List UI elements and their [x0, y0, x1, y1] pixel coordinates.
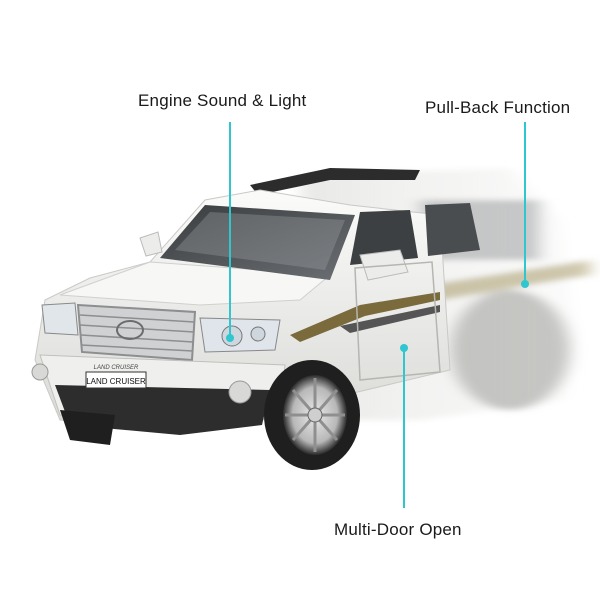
callout-engine-sound-light: Engine Sound & Light [138, 91, 307, 110]
side-stripe [290, 292, 440, 342]
front-grille [76, 303, 197, 362]
door-seam [354, 261, 441, 381]
badge-text: LAND CRUISER [94, 365, 139, 371]
front-wheel [264, 360, 360, 470]
windshield [160, 205, 355, 280]
callout-lines [229, 122, 526, 508]
callout-dots [226, 280, 529, 352]
roof-rail [250, 168, 420, 195]
headlights [41, 302, 281, 353]
callout-multi-door-open: Multi-Door Open [334, 520, 462, 539]
left-front-wheel [60, 410, 115, 445]
callout-pull-back-function: Pull-Back Function [425, 98, 571, 117]
license-plate [85, 371, 147, 389]
plate-text: LAND CRUISER [86, 377, 146, 386]
callout-dot-engine [226, 334, 234, 342]
callout-dot-pullback [521, 280, 529, 288]
callout-dot-doors [400, 344, 408, 352]
side-windows [350, 203, 480, 265]
